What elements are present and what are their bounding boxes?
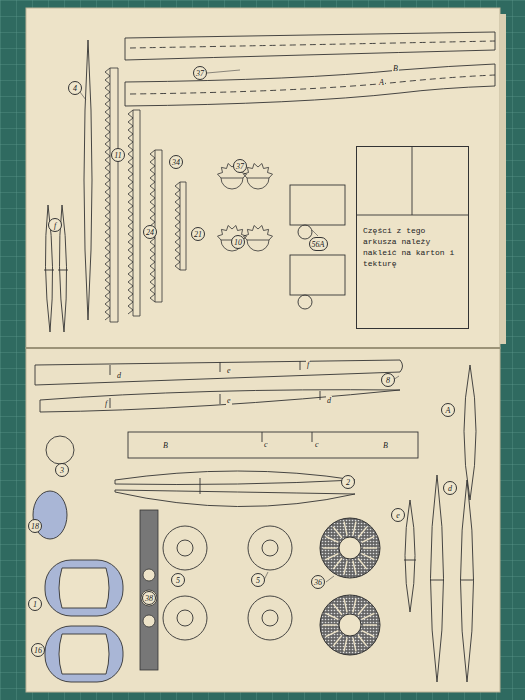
part-letter: B — [162, 441, 169, 450]
part-letter: d — [116, 371, 122, 380]
glue-tabs — [105, 68, 273, 322]
callout-number: 34 — [172, 158, 180, 167]
parts — [35, 32, 495, 682]
callout-circle: 34 — [169, 155, 183, 169]
part-letter: d — [326, 396, 332, 405]
callout-circle: 36 — [311, 575, 325, 589]
callout-circle: 11 — [111, 148, 125, 162]
callout-circle: 2 — [341, 475, 355, 489]
callout-number: A — [446, 406, 451, 415]
callout-circle: 10 — [231, 235, 245, 249]
callout-circle: 37 — [193, 66, 207, 80]
callout-number: 24 — [146, 228, 154, 237]
callout-circle: 24 — [143, 225, 157, 239]
callout-circle: 21 — [191, 227, 205, 241]
part-letter: f — [306, 360, 310, 369]
callout-circle: 8 — [381, 373, 395, 387]
callout-circle: 3 — [55, 463, 69, 477]
callout-circle: A — [441, 403, 455, 417]
callout-number: 1 — [33, 600, 37, 609]
callout-number: 11 — [114, 151, 121, 160]
part-letter: B — [382, 441, 389, 450]
booklet — [26, 8, 506, 692]
part-letter: e — [226, 366, 232, 375]
callout-number: 16 — [34, 646, 42, 655]
part-letter: f — [104, 399, 108, 408]
callout-circle: 38 — [142, 591, 156, 605]
callout-number: 21 — [194, 230, 202, 239]
callout-number: 36 — [314, 578, 322, 587]
callout-circle: e — [391, 508, 405, 522]
callout-circle: f — [48, 218, 62, 232]
callout-number: 10 — [234, 238, 242, 247]
callout-number: d — [448, 484, 452, 493]
callout-number: f — [54, 221, 56, 230]
callout-circle: 56A — [309, 237, 328, 251]
callout-circle: 4 — [68, 81, 82, 95]
blue-parts — [33, 491, 123, 682]
callout-number: 37 — [236, 162, 244, 171]
callout-circle: 5 — [171, 573, 185, 587]
part-letter: B — [392, 64, 399, 73]
callout-number: 37 — [196, 69, 204, 78]
callout-number: 56A — [312, 240, 325, 249]
callout-circle: 1 — [28, 597, 42, 611]
leader-lines — [80, 70, 399, 584]
callout-circle: d — [443, 481, 457, 495]
callout-number: 5 — [176, 576, 180, 585]
callout-circle: 18 — [28, 519, 42, 533]
callout-circle: 37 — [233, 159, 247, 173]
part-letter: c — [263, 440, 269, 449]
part-letter: e — [226, 396, 232, 405]
callout-circle: 16 — [31, 643, 45, 657]
part-letter: A — [378, 78, 385, 87]
engine-faces — [320, 518, 380, 655]
callout-number: 8 — [386, 376, 390, 385]
part-letter: c — [314, 440, 320, 449]
note-text: Części z tego arkusza należy nakleić na … — [363, 225, 463, 269]
callout-number: e — [396, 511, 400, 520]
callout-number: 2 — [346, 478, 350, 487]
callout-number: 3 — [60, 466, 64, 475]
callout-number: 4 — [73, 84, 77, 93]
callout-number: 38 — [145, 594, 153, 603]
callout-number: 5 — [256, 576, 260, 585]
note-box: Części z tego arkusza należy nakleić na … — [356, 146, 469, 329]
propeller — [140, 510, 158, 670]
callout-number: 18 — [31, 522, 39, 531]
callout-circle: 5 — [251, 573, 265, 587]
